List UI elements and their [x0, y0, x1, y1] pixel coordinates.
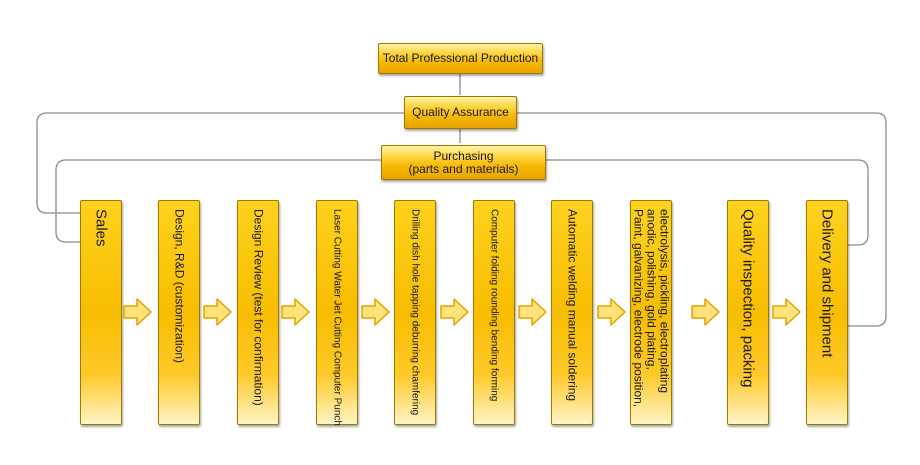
process-step-text: Design, R&D (customization) — [172, 209, 187, 364]
process-step-text: Computer folding rounding bending formin… — [488, 209, 500, 402]
total-production-box: Total Professional Production — [378, 43, 543, 74]
flow-arrow-icon — [203, 298, 232, 326]
flow-arrow-icon — [772, 298, 801, 326]
purchasing-label: Purchasing — [433, 148, 494, 163]
process-step-5: Drilling dish hole tapping deburring cha… — [394, 200, 436, 425]
process-step-text: Sales — [92, 209, 110, 247]
process-step-6: Computer folding rounding bending formin… — [473, 200, 515, 425]
flow-arrow-icon — [440, 298, 469, 326]
process-step-4: Laser Cutting Water Jet Cutting Computer… — [316, 200, 358, 426]
flow-arrow-icon — [518, 298, 547, 326]
process-step-label: Computer folding rounding bending formin… — [488, 209, 501, 401]
process-step-3: Design Review (test for confirmation) — [237, 200, 279, 425]
process-step-label: Quality inspection, packing — [739, 209, 757, 388]
quality-assurance-box: Quality Assurance — [404, 96, 517, 129]
flow-arrow-icon — [281, 298, 310, 326]
flow-arrow-icon — [123, 298, 152, 326]
process-step-label: Sales — [92, 209, 110, 247]
process-step-text: Quality inspection, packing — [739, 209, 757, 388]
process-step-text: Drilling dish hole tapping deburring cha… — [409, 209, 421, 416]
process-step-text: Paint, galvanizing, electrode position, — [631, 209, 646, 408]
total-production-label: Total Professional Production — [382, 51, 539, 65]
process-step-label: Design Review (test for confirmation) — [251, 209, 266, 406]
process-step-label: Delivery and shipment — [818, 209, 836, 358]
process-step-9: Quality inspection, packing — [727, 200, 769, 425]
process-step-label: Automatic welding manual soldering — [565, 209, 580, 402]
process-step-2: Design, R&D (customization) — [158, 200, 200, 425]
flow-arrow-icon — [691, 298, 720, 326]
process-step-10: Delivery and shipment — [806, 200, 848, 425]
process-step-label: Drilling dish hole tapping deburring cha… — [409, 209, 422, 415]
process-step-7: Automatic welding manual soldering — [551, 200, 593, 425]
process-step-text: Automatic welding manual soldering — [565, 209, 580, 402]
process-step-text: anodic, polishing, gold plating, — [644, 209, 659, 370]
purchasing-box: Purchasing (parts and materials) — [381, 145, 546, 180]
flow-arrow-icon — [597, 298, 626, 326]
process-step-1: Sales — [80, 200, 122, 425]
process-step-text: electrolysis, pickling, electroplating — [657, 209, 672, 394]
process-step-label: Laser Cutting Water Jet Cutting Computer… — [331, 209, 344, 426]
process-step-label: Design, R&D (customization) — [172, 209, 187, 364]
process-step-text: Design Review (test for confirmation) — [251, 209, 266, 406]
quality-assurance-label: Quality Assurance — [412, 105, 509, 119]
flow-arrow-icon — [361, 298, 390, 326]
process-step-text: Laser Cutting Water Jet Cutting Computer… — [331, 209, 343, 426]
process-step-text: Delivery and shipment — [818, 209, 836, 358]
purchasing-sublabel: (parts and materials) — [408, 161, 519, 176]
